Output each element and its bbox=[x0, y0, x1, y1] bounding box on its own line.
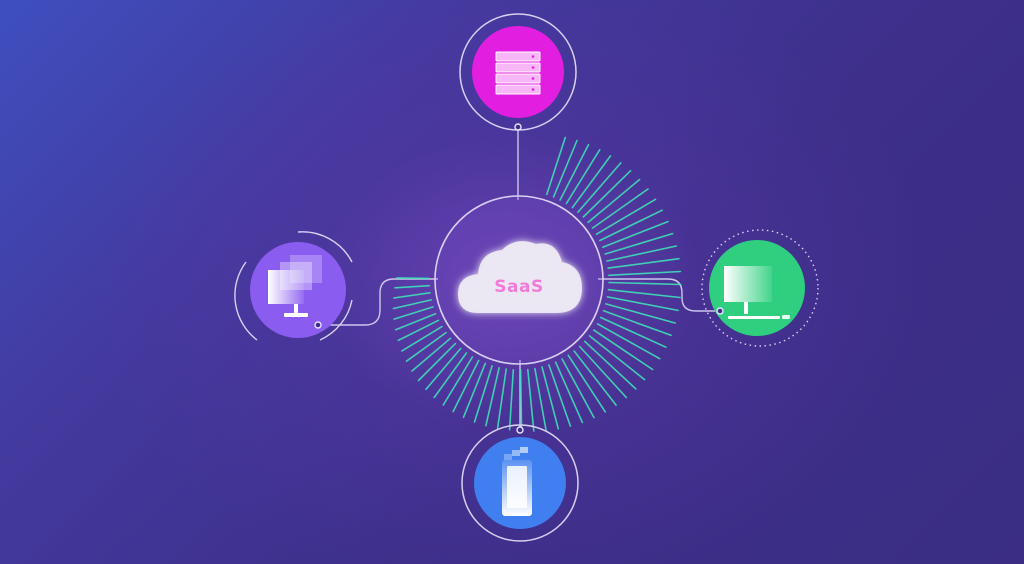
connector-right bbox=[598, 278, 720, 312]
radiating-rays bbox=[392, 136, 682, 432]
ray-line bbox=[519, 369, 523, 432]
ray-line bbox=[565, 149, 601, 205]
center-label: SaaS bbox=[494, 277, 543, 297]
ray-line bbox=[602, 309, 672, 337]
ray-line bbox=[587, 178, 641, 224]
ray-line bbox=[442, 356, 474, 406]
ray-line bbox=[608, 281, 682, 286]
ray-line bbox=[411, 337, 452, 372]
ray-line bbox=[561, 358, 595, 419]
node-right[interactable] bbox=[701, 229, 819, 347]
ray-line bbox=[396, 277, 430, 280]
ray-line bbox=[401, 325, 443, 352]
ray-line bbox=[591, 188, 649, 229]
ray-line bbox=[394, 312, 437, 331]
node-top[interactable] bbox=[459, 13, 577, 131]
ray-line bbox=[592, 329, 654, 371]
mobile-icon bbox=[502, 447, 532, 516]
desktop-icon bbox=[724, 266, 790, 319]
ray-line bbox=[473, 365, 493, 423]
ray-line bbox=[604, 232, 674, 255]
ray-line bbox=[508, 368, 515, 431]
ray-line bbox=[462, 362, 487, 419]
ray-line bbox=[534, 367, 547, 432]
ray-line bbox=[393, 306, 434, 320]
ray-line bbox=[548, 364, 572, 427]
ray-line bbox=[452, 359, 480, 413]
ray-line bbox=[595, 198, 657, 235]
ray-line bbox=[578, 345, 628, 399]
ray-line bbox=[392, 291, 431, 299]
ray-line bbox=[541, 366, 560, 430]
ray-line bbox=[567, 354, 607, 413]
ray-line bbox=[608, 270, 682, 277]
ray-line bbox=[496, 368, 508, 430]
ray-line bbox=[425, 347, 462, 391]
ray-line bbox=[573, 350, 617, 406]
ray-line bbox=[552, 139, 578, 198]
ray-line bbox=[545, 136, 567, 196]
ray-line bbox=[606, 296, 679, 312]
ray-line bbox=[607, 257, 680, 269]
ray-line bbox=[526, 368, 535, 432]
ray-line bbox=[405, 331, 447, 363]
ray-line bbox=[417, 342, 457, 382]
monitor-icon bbox=[268, 255, 322, 317]
ray-line bbox=[596, 323, 661, 360]
ray-line bbox=[392, 299, 433, 310]
ray-line bbox=[582, 169, 632, 218]
ray-line bbox=[577, 162, 622, 213]
ray-line bbox=[588, 335, 646, 381]
ray-line bbox=[606, 245, 678, 262]
ray-line bbox=[607, 288, 681, 299]
ray-line bbox=[554, 361, 584, 424]
ray-line bbox=[394, 284, 431, 289]
ray-line bbox=[604, 303, 676, 324]
node-left[interactable] bbox=[234, 231, 353, 341]
ray-line bbox=[433, 352, 468, 399]
connector-left bbox=[318, 278, 438, 326]
ray-line bbox=[571, 155, 612, 209]
ray-line bbox=[559, 143, 590, 201]
ray-line bbox=[599, 209, 664, 242]
server-icon bbox=[495, 51, 541, 95]
node-bottom[interactable] bbox=[461, 424, 579, 542]
ray-line bbox=[485, 366, 500, 427]
ray-line bbox=[583, 340, 637, 390]
ray-line bbox=[599, 316, 667, 349]
ray-line bbox=[397, 319, 440, 342]
ray-line bbox=[601, 220, 669, 248]
cloud-icon bbox=[458, 241, 582, 313]
